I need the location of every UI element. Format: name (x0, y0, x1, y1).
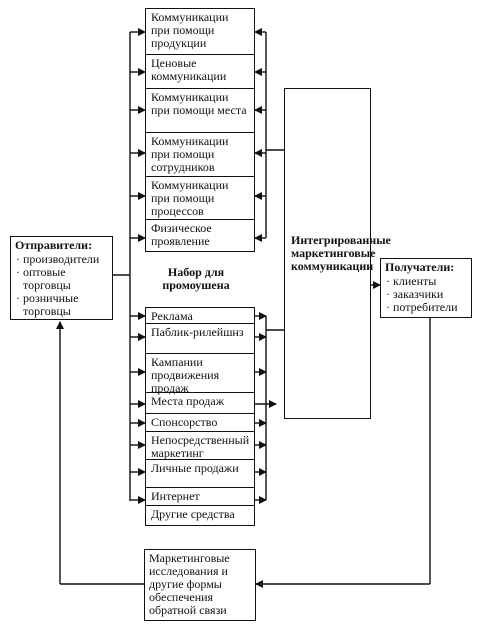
integrated-text: Интегрированные маркетинговые коммуникац… (291, 233, 391, 273)
senders-item: производители (15, 253, 108, 267)
receivers-title: Получатели: (385, 260, 455, 274)
promo-personal-selling: Личные продажи (145, 459, 255, 489)
promo-mix-label: Набор для промоушена (140, 266, 252, 292)
promo-other: Другие средства (145, 505, 255, 527)
block-price: Ценовые коммуникации (145, 54, 255, 90)
integrated-box: Интегрированные маркетинговые коммуникац… (284, 88, 391, 419)
block-process: Коммуникации при помощи процессов (145, 175, 255, 221)
senders-list: производители оптовые торговцы розничные… (15, 253, 108, 318)
promo-mix-label-text: Набор для промоушена (162, 265, 230, 292)
promo-internet: Интернет (145, 486, 255, 507)
senders-box: Отправители: производители оптовые торго… (10, 236, 113, 320)
block-staff: Коммуникации при помощи сотрудников (145, 132, 255, 178)
promo-sponsorship: Спонсорство (145, 412, 255, 433)
receivers-item: потребители (385, 301, 467, 315)
promo-blocks: Реклама Паблик-рилейшнз Кампании продвиж… (145, 307, 255, 527)
block-place: Коммуникации при помощи места (145, 87, 255, 134)
senders-title: Отправители: (15, 238, 93, 252)
promo-point-of-sale: Места продаж (145, 392, 255, 415)
receivers-box: Получатели: клиенты заказчики потребител… (380, 258, 472, 318)
block-physical: Физическое проявление (145, 219, 255, 253)
receivers-list: клиенты заказчики потребители (385, 275, 467, 315)
senders-item: розничные торговцы (15, 292, 108, 318)
receivers-item: заказчики (385, 288, 467, 302)
communication-blocks: Коммуникации при помощи продукции Ценовы… (145, 8, 255, 253)
promo-advertising: Реклама (145, 307, 255, 325)
senders-item: оптовые торговцы (15, 266, 108, 292)
feedback-text: Маркетинговые исследования и другие форм… (149, 551, 230, 617)
block-product: Коммуникации при помощи продукции (145, 8, 255, 56)
promo-direct-marketing: Непосредственный маркетинг (145, 431, 255, 462)
receivers-item: клиенты (385, 275, 467, 289)
promo-pr: Паблик-рилейшнз (145, 323, 255, 355)
promo-sales-promotion: Кампании продвижения продаж (145, 352, 255, 394)
feedback-box: Маркетинговые исследования и другие форм… (144, 549, 256, 621)
